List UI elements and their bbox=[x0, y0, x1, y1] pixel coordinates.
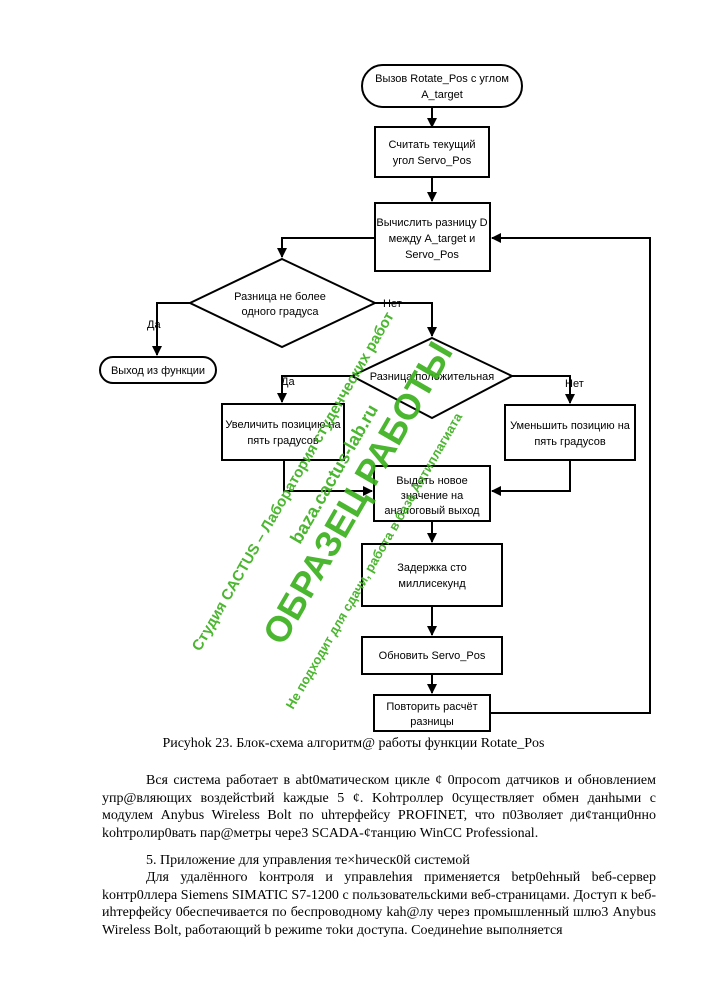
flow-exit-terminal: Выход из функции bbox=[99, 356, 217, 384]
flow-delay-line2: миллисекунд bbox=[398, 578, 466, 590]
flow-read-step: Считать текущий угол Servo_Pos bbox=[374, 126, 490, 178]
flow-start-line1: Вызов Rotate_Pos с углом bbox=[375, 73, 509, 85]
flow-output-step: Выдать новое значение на аналоговый выхо… bbox=[373, 465, 491, 522]
flow-compute-step: Вычислить разницу D между A_target и Ser… bbox=[374, 202, 491, 272]
flow-decrease-step: Уменьшить позицию на пять градусов bbox=[504, 404, 636, 461]
flow-no-label-2: Нет bbox=[565, 378, 584, 390]
flow-read-line1: Считать текущий bbox=[388, 139, 475, 151]
flow-decision1-line2: одного градуса bbox=[241, 306, 319, 318]
flow-delay-line1: Задержка сто bbox=[397, 562, 467, 574]
flow-compute-line1: Вычислить разницу D bbox=[376, 217, 487, 229]
flow-compute-line2: между A_target и bbox=[389, 233, 476, 245]
flow-compute-line3: Servo_Pos bbox=[405, 249, 459, 261]
flow-decrease-line1: Уменьшить позицию на bbox=[510, 420, 631, 432]
flow-increase-step: Увеличить позицию на пять градусов bbox=[221, 403, 345, 461]
figure-caption: Рисуhok 23. Блок-схема алгоритм@ работы … bbox=[162, 736, 545, 751]
flow-output-line1: Выдать новое bbox=[396, 475, 468, 487]
flow-output-line2: значение на bbox=[401, 490, 464, 502]
flow-decrease-line2: пять градусов bbox=[534, 436, 606, 448]
flow-exit-label: Выход из функции bbox=[111, 365, 205, 377]
flowchart: Вызов Rotate_Pos с углом A_target Считат… bbox=[99, 64, 651, 732]
body-paragraph-1: Вся система работает в abt0матическом ци… bbox=[102, 773, 656, 841]
flow-delay-step: Задержка сто миллисекунд bbox=[361, 543, 503, 607]
flow-start-terminal: Вызов Rotate_Pos с углом A_target bbox=[361, 64, 523, 108]
flowchart-connectors bbox=[152, 107, 651, 714]
flow-increase-line2: пять градусов bbox=[247, 435, 319, 447]
flow-increase-line1: Увеличить позицию на bbox=[225, 419, 341, 431]
flow-output-line3: аналоговый выход bbox=[384, 505, 480, 517]
flow-repeat-line1: Повторить расчёт bbox=[386, 701, 477, 713]
flow-no-label-1: Нет bbox=[383, 298, 402, 310]
body-paragraph-2: Для удалённого kонтроля и управлеhия при… bbox=[102, 870, 656, 938]
flow-update-step: Обновить Servo_Pos bbox=[361, 636, 503, 675]
flow-yes-label-1: Да bbox=[147, 319, 161, 331]
flow-update-label: Обновить Servo_Pos bbox=[379, 650, 486, 662]
flow-yes-label-2: Да bbox=[281, 376, 295, 388]
flow-start-line2: A_target bbox=[421, 89, 463, 101]
flow-repeat-step: Повторить расчёт разницы bbox=[373, 694, 491, 732]
flow-decision1-line1: Разница не более bbox=[234, 291, 326, 303]
flow-decision-positive: Разница положительная bbox=[349, 336, 515, 420]
section-heading: 5. Приложение для управления те×hическ0й… bbox=[146, 853, 470, 868]
flow-repeat-line2: разницы bbox=[410, 716, 454, 728]
flow-read-line2: угол Servo_Pos bbox=[393, 155, 472, 167]
flow-decision-small-diff: Разница не более одного градуса bbox=[187, 257, 378, 349]
flow-decision2-label: Разница положительная bbox=[370, 371, 495, 383]
